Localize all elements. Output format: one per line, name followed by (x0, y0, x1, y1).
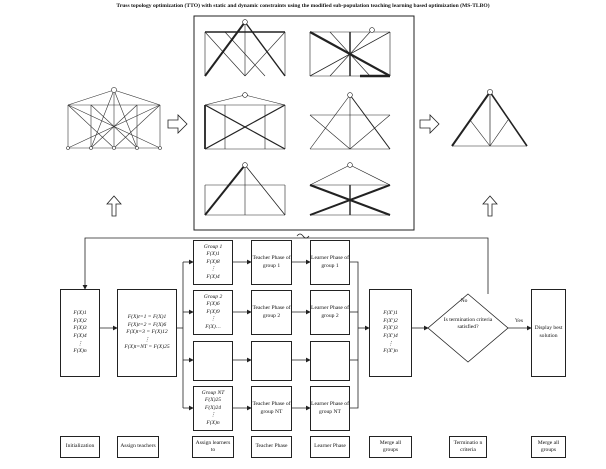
formula: F(X)n (73, 348, 87, 355)
optimal-truss (451, 91, 528, 147)
truss-thumbnails (204, 19, 391, 217)
formula: ⋮ (210, 316, 216, 323)
label-merge-all-groups: Merge all groups (369, 436, 412, 458)
group-ellipsis-box (193, 341, 233, 381)
formula: F(X)… (205, 323, 221, 330)
learner-phase-group-nt: Learner Phase of group NT (310, 386, 350, 431)
formula: F(X)t=NT = F(X)25 (124, 344, 170, 351)
formula: F(X)1 (206, 251, 220, 258)
learner-phase-ellipsis (310, 341, 350, 381)
label-teacher-phase: Teacher Phase (251, 436, 292, 458)
label-assign-teachers: Assign teachers (117, 436, 159, 458)
formula: F(X)t=3 = F(X)12 (126, 329, 168, 336)
formula: F(X)3 (73, 325, 87, 332)
formula: F(X)8 (206, 258, 220, 265)
loop-lines (82, 233, 489, 294)
group-name: Group 1 (203, 243, 223, 250)
learner-phase-group-2: Learner Phase of group 2 (310, 290, 350, 335)
formula: F(X')1 (383, 310, 398, 317)
diagram-title: Truss topology optimization (TTO) with s… (116, 3, 490, 9)
group-name: Group NT (201, 389, 225, 396)
decision-text: Is termination criteria satisfied? (443, 317, 493, 331)
formula: F(X')3 (383, 325, 398, 332)
label-merge-all-groups-final: Merge all groups (531, 436, 566, 458)
formula: F(X')4 (383, 333, 398, 339)
formula: ⋮ (210, 266, 216, 273)
teacher-phase-ellipsis (251, 341, 292, 381)
formula: F(X)1 (73, 310, 87, 317)
formula: F(X)t=1 = F(X)1 (127, 314, 167, 321)
hollow-arrows (106, 114, 498, 217)
formula: F(X)t=2 = F(X)6 (127, 321, 167, 328)
group-nt-box: Group NT F(X)25 F(X)24 ⋮ F(X)n (193, 386, 233, 431)
label-termination-criteria: Terminatio n criteria (449, 436, 487, 458)
assign-teachers-box: F(X)t=1 = F(X)1 F(X)t=2 = F(X)6 F(X)t=3 … (117, 289, 177, 377)
formula: F(X)24 (204, 404, 222, 411)
formula: F(X)25 (204, 397, 222, 404)
formula: F(X')2 (383, 317, 398, 324)
formula: ⋮ (387, 340, 394, 347)
formula: F(X)6 (206, 301, 220, 308)
label-assign-learners: Assign learners to (192, 436, 234, 458)
group-2-box: Group 2 F(X)6 F(X)9 ⋮ F(X)… (193, 290, 233, 335)
teacher-phase-group-1: Teacher Phase of group 1 (251, 240, 292, 285)
label-learner-phase: Learner Phase (310, 436, 350, 458)
yes-label: Yes (514, 318, 524, 324)
teacher-phase-group-2: Teacher Phase of group 2 (251, 290, 292, 335)
initialization-box: F(X)1 F(X)2 F(X)3 F(X)4 ⋮ F(X)n (60, 289, 100, 377)
ground-structure-truss (67, 89, 161, 149)
formula: F(X)4 (206, 273, 220, 280)
formula: F(X)9 (206, 308, 220, 315)
group-1-box: Group 1 F(X)1 F(X)8 ⋮ F(X)4 (193, 240, 233, 285)
learner-phase-group-1: Learner Phase of group 1 (310, 240, 350, 285)
formula: F(X')n (383, 348, 398, 355)
teacher-phase-group-nt: Teacher Phase of group NT (251, 386, 292, 431)
formula: ⋮ (144, 336, 150, 343)
formula: F(X)2 (73, 317, 87, 324)
truss-panel-frame (193, 15, 415, 231)
merge-groups-box: F(X')1 F(X')2 F(X')3 F(X')4 ⋮ F(X')n (369, 289, 412, 377)
decision-diamond (427, 293, 509, 363)
no-label: No (460, 298, 468, 304)
group-name: Group 2 (203, 293, 223, 300)
formula: ⋮ (210, 412, 216, 419)
formula: F(X)4 (73, 333, 87, 339)
display-best-solution-box: Display best solution (531, 289, 566, 377)
label-initialization: Initialization (60, 436, 100, 458)
formula: ⋮ (77, 340, 83, 347)
formula: F(X)n (206, 419, 220, 426)
